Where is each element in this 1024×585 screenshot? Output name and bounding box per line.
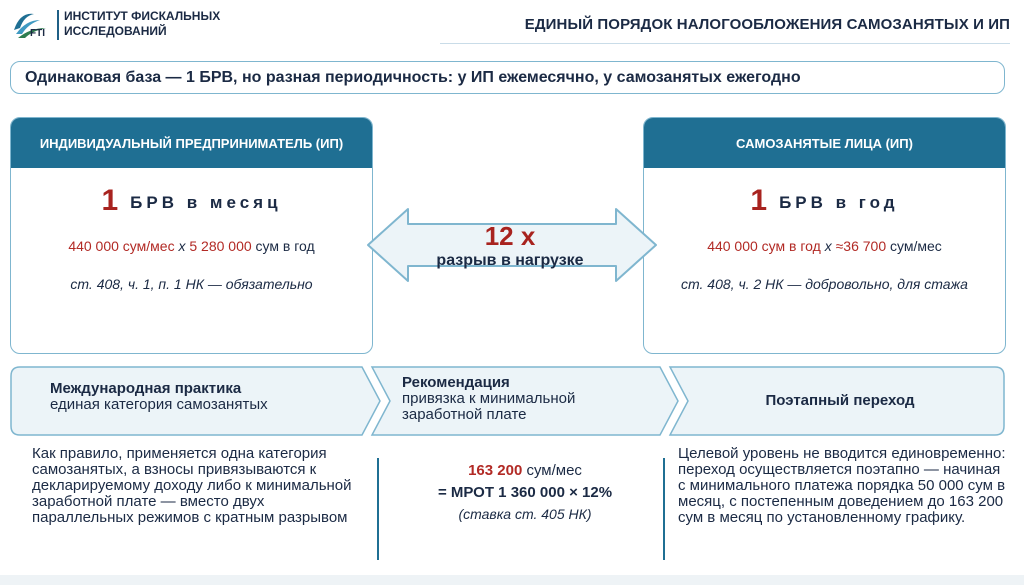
ip-rate-number: 1 bbox=[101, 184, 119, 217]
svg-text:FTI: FTI bbox=[30, 28, 45, 39]
step-recommendation-subtitle: привязка к минимальной заработной плате bbox=[402, 390, 576, 423]
self-employed-rate-number: 1 bbox=[750, 184, 768, 217]
international-practice-text: Как правило, применяется одна категория … bbox=[32, 445, 352, 526]
header: FTI ИНСТИТУТ ФИСКАЛЬНЫХ ИССЛЕДОВАНИЙ ЕДИ… bbox=[0, 0, 1024, 48]
self-employed-calc-monthly: ≈36 700 bbox=[835, 238, 887, 254]
ip-calc-tail: сум в год bbox=[255, 238, 315, 254]
recommendation-amount: 163 200 сум/мес bbox=[390, 462, 660, 479]
title-underline bbox=[440, 43, 1010, 44]
self-employed-calc-operator: х bbox=[824, 238, 832, 254]
step-chevron-3 bbox=[668, 366, 1005, 436]
transition-text: Целевой уровень не вводится единовременн… bbox=[678, 445, 1006, 526]
self-employed-law-reference: ст. 408, ч. 2 НК — добровольно, для стаж… bbox=[681, 276, 968, 292]
ip-card: ИНДИВИДУАЛЬНЫЙ ПРЕДПРИНИМАТЕЛЬ (ИП) 1 БРВ… bbox=[10, 117, 373, 354]
gap-label: разрыв в нагрузке bbox=[436, 252, 584, 269]
ip-law-reference: ст. 408, ч. 1, п. 1 НК — обязательно bbox=[70, 276, 313, 292]
recommendation-amount-number: 163 200 bbox=[468, 462, 523, 479]
column-separator-right bbox=[663, 458, 665, 560]
org-name: ИНСТИТУТ ФИСКАЛЬНЫХ ИССЛЕДОВАНИЙ bbox=[64, 9, 221, 38]
ip-calc-yearly: 5 280 000 bbox=[189, 238, 252, 254]
step-chevron-1 bbox=[10, 366, 381, 436]
self-employed-calc-tail: сум/мес bbox=[890, 238, 942, 254]
summary-banner: Одинаковая база — 1 БРВ, но разная перио… bbox=[10, 61, 1005, 94]
ip-rate-unit: БРВ в месяц bbox=[130, 193, 282, 212]
step-transition-title: Поэтапный переход bbox=[765, 392, 915, 409]
recommendation-formula: = МРОТ 1 360 000 × 12% bbox=[437, 484, 613, 501]
fti-logo: FTI bbox=[14, 13, 46, 39]
step-international-title: Международная практика bbox=[50, 380, 242, 397]
step-chevron-2 bbox=[370, 366, 679, 436]
recommendation-amount-unit: сум/мес bbox=[526, 462, 582, 479]
self-employed-card: САМОЗАНЯТЫЕ ЛИЦА (ИП) 1 БРВ в год 440 000… bbox=[643, 117, 1006, 354]
page-title: ЕДИНЫЙ ПОРЯДОК НАЛОГООБЛОЖЕНИЯ САМОЗАНЯТ… bbox=[524, 16, 1010, 33]
self-employed-card-title: САМОЗАНЯТЫЕ ЛИЦА (ИП) bbox=[644, 118, 1005, 168]
double-arrow-icon bbox=[367, 208, 657, 282]
recommendation-note: (ставка ст. 405 НК) bbox=[458, 506, 592, 522]
self-employed-rate-unit: БРВ в год bbox=[779, 193, 899, 212]
self-employed-calculation: 440 000 сум в год х ≈36 700 сум/мес bbox=[644, 238, 1005, 254]
ip-card-title: ИНДИВИДУАЛЬНЫЙ ПРЕДПРИНИМАТЕЛЬ (ИП) bbox=[11, 118, 372, 168]
gap-value: 12 x bbox=[484, 221, 536, 251]
self-employed-rate: 1 БРВ в год bbox=[644, 184, 1005, 218]
ip-rate: 1 БРВ в месяц bbox=[11, 184, 372, 218]
step-recommendation-title: Рекомендация bbox=[402, 374, 510, 391]
ip-calc-operator: х bbox=[178, 238, 186, 254]
step-transition: Поэтапный переход bbox=[690, 392, 990, 409]
step-international: Международная практика единая категория … bbox=[50, 380, 370, 413]
logo-divider bbox=[57, 10, 59, 40]
ip-calc-monthly: 440 000 сум/мес bbox=[68, 238, 175, 254]
summary-banner-text: Одинаковая база — 1 БРВ, но разная перио… bbox=[25, 69, 801, 86]
step-chevrons bbox=[10, 366, 1005, 436]
gap-indicator: 12 x разрыв в нагрузке bbox=[400, 222, 620, 270]
bottom-strip bbox=[0, 575, 1024, 585]
column-separator-left bbox=[377, 458, 379, 560]
ip-calculation: 440 000 сум/мес х 5 280 000 сум в год bbox=[11, 238, 372, 254]
step-international-subtitle: единая категория самозанятых bbox=[50, 396, 268, 413]
step-recommendation: Рекомендация привязка к минимальной зара… bbox=[402, 374, 652, 423]
recommendation-value: 163 200 сум/мес = МРОТ 1 360 000 × 12% (… bbox=[390, 462, 660, 522]
self-employed-calc-yearly: 440 000 сум в год bbox=[707, 238, 821, 254]
